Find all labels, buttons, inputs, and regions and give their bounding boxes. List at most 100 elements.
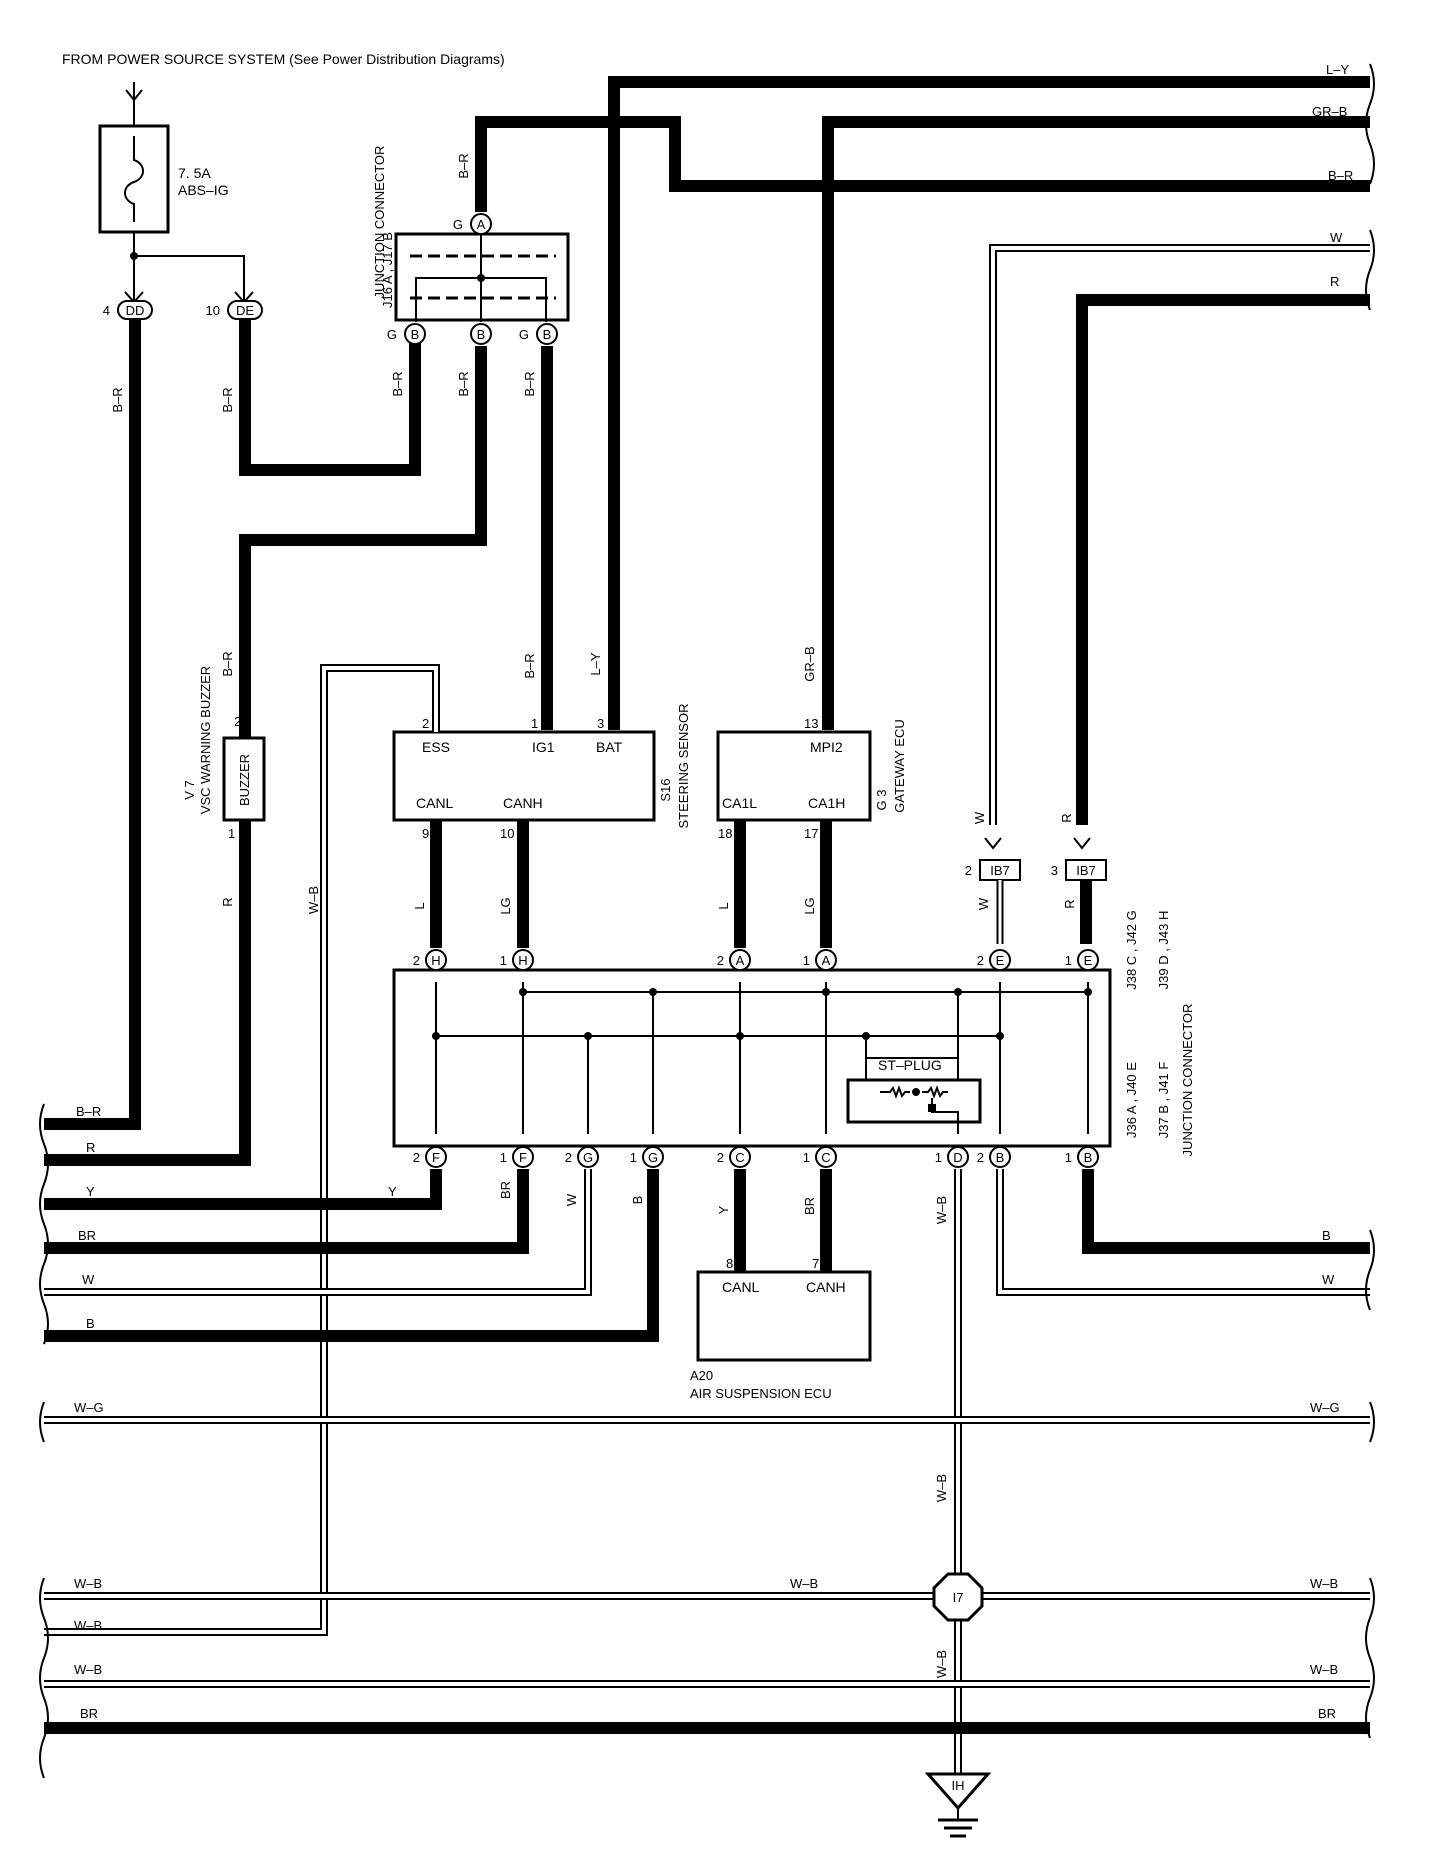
break-mark bbox=[1365, 63, 1375, 185]
wire-br-top bbox=[475, 116, 1370, 212]
connector-de-pin: 10 bbox=[206, 303, 220, 318]
gw-pin-name: MPI2 bbox=[810, 739, 843, 755]
left-break-marks bbox=[39, 1103, 49, 1779]
pin-marker bbox=[425, 949, 447, 971]
break-mark bbox=[1369, 1401, 1375, 1443]
ground-ih-label: IH bbox=[952, 1778, 965, 1793]
wire-label-br: B–R bbox=[456, 153, 471, 178]
wire-br-buzzer bbox=[239, 346, 487, 738]
gw-pin-num: 13 bbox=[804, 716, 818, 731]
connector-dd bbox=[117, 300, 153, 320]
pin-code: F bbox=[519, 1150, 527, 1165]
pin-color: G bbox=[453, 217, 463, 232]
wire-r-buzzer bbox=[44, 820, 251, 1166]
connector-de bbox=[227, 300, 263, 320]
wire-y bbox=[44, 1169, 442, 1210]
pin-num: 2 bbox=[717, 1150, 724, 1165]
wire-w-left-inner bbox=[44, 1169, 590, 1294]
pin-num: 1 bbox=[500, 953, 507, 968]
steering-sensor bbox=[392, 730, 656, 822]
bus-label: BR bbox=[1318, 1706, 1336, 1721]
power-source-label: FROM POWER SOURCE SYSTEM (See Power Dist… bbox=[62, 51, 505, 67]
pin-num: 2 bbox=[413, 1150, 420, 1165]
air-suspension-ecu bbox=[696, 1270, 872, 1362]
jc-ref-line: J36 A , J40 E bbox=[1124, 1062, 1139, 1138]
splice-dot bbox=[996, 1032, 1004, 1040]
connector-ib7-code: IB7 bbox=[1076, 863, 1096, 878]
wire-label-w: W bbox=[976, 897, 991, 910]
wire-label-grb: GR–B bbox=[802, 646, 817, 681]
wire-label-l: L bbox=[716, 902, 731, 909]
pin-b-marker bbox=[404, 323, 426, 345]
ss-pin-name: ESS bbox=[422, 739, 450, 755]
wire-b-right bbox=[1082, 1169, 1370, 1254]
pin-num: 1 bbox=[1065, 953, 1072, 968]
fuse-branch-wire bbox=[134, 255, 245, 300]
as-name: AIR SUSPENSION ECU bbox=[690, 1386, 832, 1401]
bus-label: W–G bbox=[1310, 1400, 1340, 1415]
ss-pin-num: 1 bbox=[531, 716, 538, 731]
break-mark bbox=[1365, 1577, 1375, 1739]
main-junction-top-pins: H 2 H 1 A 2 A 1 E 2 E 1 bbox=[413, 949, 1099, 971]
gateway-ecu bbox=[716, 730, 872, 822]
wire-label-right: R bbox=[1330, 274, 1339, 289]
wire-label-lg: LG bbox=[802, 897, 817, 914]
pin-num: 1 bbox=[1065, 1150, 1072, 1165]
splice-dot bbox=[649, 988, 657, 996]
wire-wb-ess-inner bbox=[44, 666, 438, 1634]
break-mark bbox=[1365, 229, 1375, 311]
wire-label-l: L bbox=[412, 902, 427, 909]
gw-ref: G 3 bbox=[874, 790, 889, 811]
wire-label-y: Y bbox=[388, 1184, 397, 1199]
wire-label-left: B bbox=[86, 1316, 95, 1331]
wire-label-br: BR bbox=[802, 1197, 817, 1215]
ground-ih-triangle bbox=[924, 1772, 992, 1811]
ss-pin-name: CANL bbox=[416, 795, 454, 811]
pin-marker bbox=[512, 1146, 534, 1168]
wire-label-r: R bbox=[1059, 813, 1074, 822]
pin-code: D bbox=[953, 1150, 962, 1165]
pin-code: H bbox=[518, 953, 527, 968]
pin-code: G bbox=[583, 1150, 593, 1165]
connector-ib7-code: IB7 bbox=[990, 863, 1010, 878]
wire-r bbox=[1076, 294, 1370, 825]
pin-marker bbox=[815, 1146, 837, 1168]
splice-dot bbox=[736, 1032, 744, 1040]
pin-num: 1 bbox=[500, 1150, 507, 1165]
bus-label: W–B bbox=[1310, 1662, 1338, 1677]
wire-label-w: W bbox=[564, 1193, 579, 1206]
wire-label-right: W bbox=[1322, 1272, 1335, 1287]
wire-label-right: GR–B bbox=[1312, 104, 1347, 119]
as-ref: A20 bbox=[690, 1368, 713, 1383]
wire-b bbox=[44, 1169, 659, 1342]
main-junction-bottom-pins: F 2 F 1 G 2 G 1 C 2 C 1 D 1 B 2 B 1 bbox=[413, 1146, 1099, 1168]
wire-br-de bbox=[239, 320, 421, 476]
splice-dot bbox=[519, 988, 527, 996]
fuse-rating: 7. 5A bbox=[178, 165, 211, 181]
wire-label-left: R bbox=[86, 1140, 95, 1155]
pin-marker bbox=[1077, 949, 1099, 971]
junction-connector-main bbox=[392, 968, 1112, 1148]
jc-ref-line: J37 B , J41 F bbox=[1156, 1062, 1171, 1139]
splice-dot bbox=[862, 1032, 870, 1040]
pin-code: B bbox=[543, 327, 552, 342]
wire-w-right-inner bbox=[998, 1169, 1370, 1294]
bus-label: W–B bbox=[74, 1576, 102, 1591]
wire-w-right-outer bbox=[996, 1169, 1370, 1296]
splice-dot bbox=[130, 252, 138, 260]
wire-label-lg: LG bbox=[498, 897, 513, 914]
wire-label-left: Y bbox=[86, 1184, 95, 1199]
wire-ly bbox=[608, 76, 1370, 730]
wire-label-wb: W–B bbox=[306, 886, 321, 914]
fuse-name: ABS–IG bbox=[178, 182, 229, 198]
bus-label: BR bbox=[80, 1706, 98, 1721]
pin-num: 2 bbox=[413, 953, 420, 968]
pin-marker bbox=[577, 1146, 599, 1168]
ss-ref: S16 bbox=[658, 778, 673, 801]
pin-marker bbox=[512, 949, 534, 971]
right-break-marks bbox=[1365, 63, 1375, 1739]
splice-i7-label: I7 bbox=[953, 1590, 964, 1605]
ss-pin-num: 10 bbox=[500, 826, 514, 841]
vsc-warning-buzzer bbox=[222, 736, 266, 822]
